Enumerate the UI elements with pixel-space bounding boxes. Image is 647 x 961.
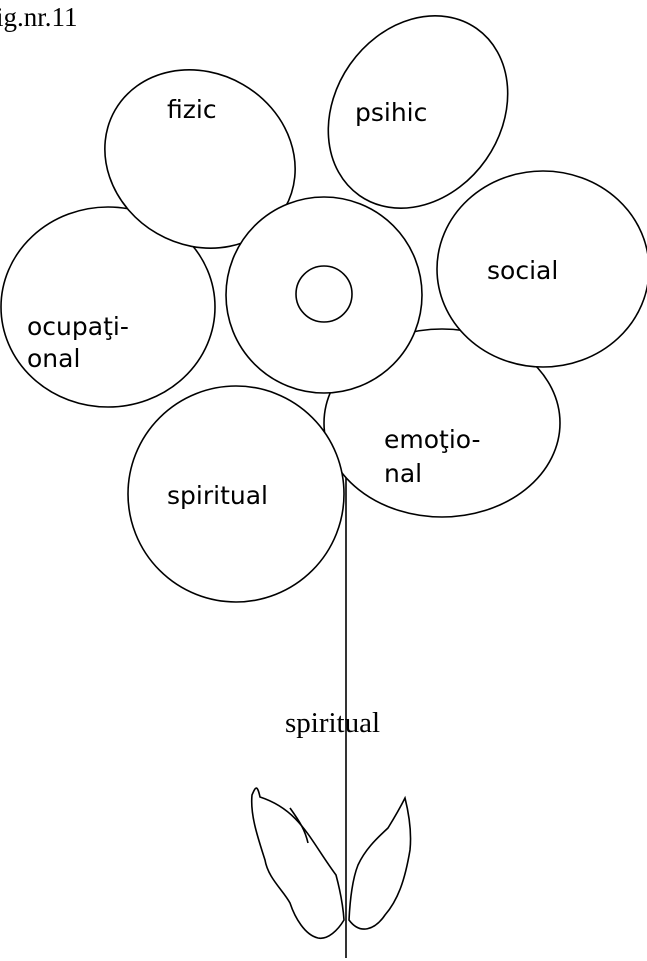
label-ocupational-line1: ocupaţi- xyxy=(27,312,129,341)
label-fizic: fizic xyxy=(167,95,217,124)
label-emotional-line2: nal xyxy=(384,459,422,488)
left-leaf xyxy=(252,788,344,938)
label-emotional-line1: emoţio- xyxy=(384,425,481,454)
left-leaf-vein xyxy=(290,808,308,843)
label-stem: spiritual xyxy=(285,707,380,739)
flower-center-inner xyxy=(296,266,352,322)
label-social: social xyxy=(487,256,558,285)
label-spiritual-petal: spiritual xyxy=(167,481,268,510)
right-leaf xyxy=(349,798,411,929)
label-psihic: psihic xyxy=(355,98,427,127)
label-ocupational-line2: onal xyxy=(27,344,80,373)
